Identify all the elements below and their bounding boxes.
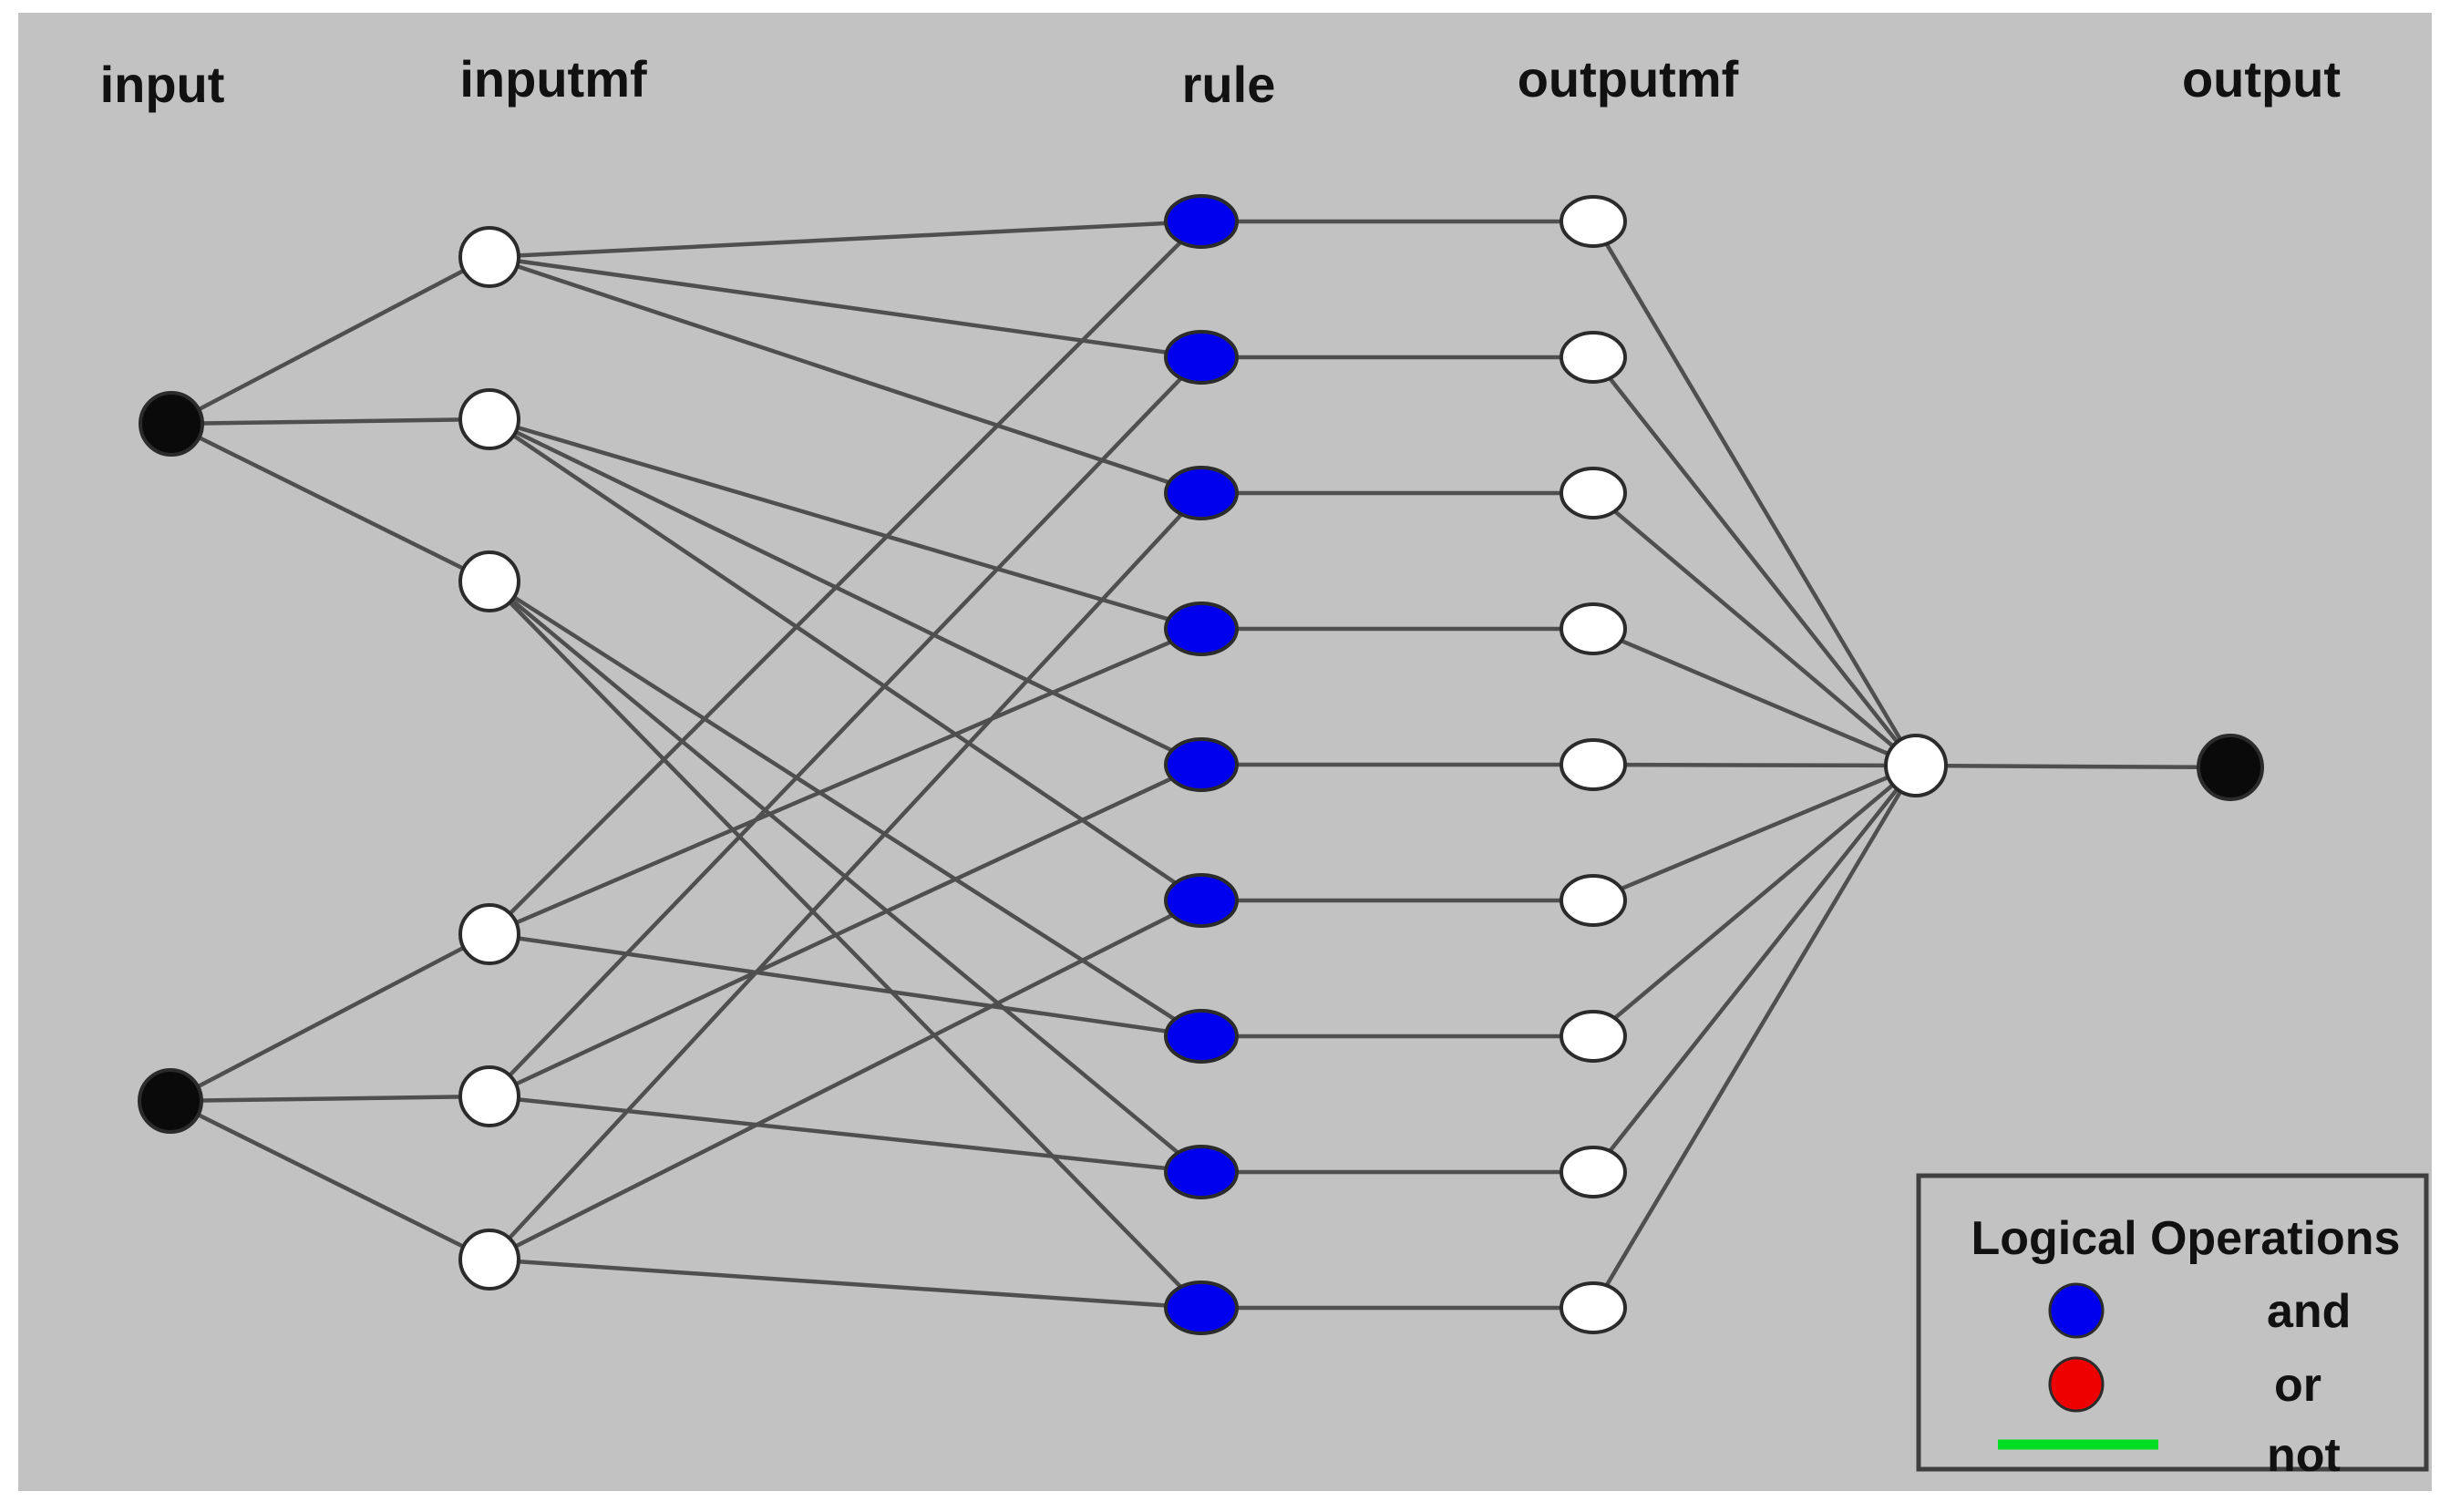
rule-node-9[interactable] — [1164, 1281, 1239, 1335]
edge-inputmf.4-rule.1 — [488, 355, 1203, 1098]
rule-node-6[interactable] — [1164, 873, 1239, 928]
inputmf-node-2[interactable] — [458, 388, 520, 450]
edge-outputmf.6-aggregate.0 — [1591, 764, 1918, 1038]
edge-input.1-inputmf.5 — [169, 1098, 491, 1262]
edge-outputmf.0-aggregate.0 — [1591, 220, 1918, 767]
edge-input.1-inputmf.4 — [170, 1094, 490, 1104]
edge-aggregate.0-output.0 — [1915, 763, 2231, 770]
rule-node-2[interactable] — [1164, 330, 1239, 385]
outputmf-node-2[interactable] — [1560, 331, 1627, 384]
column-label-output: output — [2182, 50, 2341, 108]
edge-input.0-inputmf.1 — [170, 417, 490, 427]
label-layer: input inputmf rule outputmf output — [100, 50, 2341, 113]
legend-swatch-and-circle — [2048, 1282, 2105, 1339]
inputmf-node-3[interactable] — [458, 550, 520, 612]
rule-node-7[interactable] — [1164, 1009, 1239, 1064]
edge-inputmf.5-rule.2 — [488, 491, 1203, 1261]
node-layer — [138, 194, 2264, 1335]
input-node-2[interactable] — [138, 1068, 203, 1134]
legend-swatch-or-circle — [2048, 1356, 2105, 1413]
edge-inputmf.5-rule.8 — [489, 1257, 1202, 1311]
edge-input.1-inputmf.3 — [169, 932, 491, 1103]
inputmf-node-1[interactable] — [458, 226, 520, 288]
edge-inputmf.3-rule.6 — [489, 931, 1202, 1039]
inputmf-node-4[interactable] — [458, 903, 520, 965]
edge-layer — [169, 219, 2231, 1311]
aggregate-node-1[interactable] — [1884, 734, 1948, 797]
edge-inputmf.5-rule.5 — [488, 898, 1203, 1262]
rule-node-8[interactable] — [1164, 1145, 1239, 1199]
outputmf-node-5[interactable] — [1560, 738, 1627, 791]
edge-input.0-inputmf.2 — [170, 421, 490, 584]
edge-inputmf.4-rule.4 — [489, 762, 1202, 1099]
outputmf-node-1[interactable] — [1560, 195, 1627, 248]
outputmf-node-3[interactable] — [1560, 467, 1627, 519]
edge-outputmf.3-aggregate.0 — [1592, 626, 1917, 768]
edge-outputmf.2-aggregate.0 — [1591, 491, 1918, 767]
rule-node-1[interactable] — [1164, 194, 1239, 249]
column-label-outputmf: outputmf — [1518, 50, 1739, 108]
inputmf-node-6[interactable] — [458, 1229, 520, 1291]
outputmf-node-7[interactable] — [1560, 1010, 1627, 1063]
edge-outputmf.7-aggregate.0 — [1591, 764, 1918, 1174]
edge-input.0-inputmf.0 — [170, 255, 491, 426]
edge-inputmf.2-rule.8 — [488, 580, 1203, 1310]
edge-outputmf.5-aggregate.0 — [1592, 763, 1917, 903]
edge-inputmf.0-rule.0 — [489, 219, 1202, 260]
edge-inputmf.3-rule.0 — [488, 220, 1203, 936]
output-node-1[interactable] — [2197, 734, 2264, 801]
edge-inputmf.4-rule.7 — [489, 1094, 1202, 1175]
legend-label-and: and — [2267, 1285, 2351, 1338]
legend-layer: Logical Operations and or not — [1916, 1173, 2429, 1482]
legend-label-not: not — [2267, 1429, 2341, 1482]
edge-inputmf.1-rule.4 — [489, 417, 1202, 767]
input-node-1[interactable] — [139, 391, 204, 457]
legend-box — [1916, 1173, 2429, 1472]
edge-outputmf.1-aggregate.0 — [1591, 355, 1918, 767]
rule-node-3[interactable] — [1164, 466, 1239, 520]
column-label-rule: rule — [1182, 56, 1276, 113]
rule-node-5[interactable] — [1164, 737, 1239, 792]
legend-title: Logical Operations — [1971, 1212, 2401, 1265]
rule-node-4[interactable] — [1164, 602, 1239, 656]
edge-inputmf.3-rule.3 — [489, 626, 1202, 937]
edge-inputmf.0-rule.2 — [489, 254, 1202, 496]
outputmf-node-6[interactable] — [1560, 874, 1627, 927]
column-label-inputmf: inputmf — [459, 50, 647, 108]
outputmf-node-8[interactable] — [1560, 1146, 1627, 1198]
edge-outputmf.8-aggregate.0 — [1591, 764, 1918, 1310]
edge-outputmf.4-aggregate.0 — [1592, 762, 1917, 768]
column-label-input: input — [100, 56, 225, 113]
outputmf-node-4[interactable] — [1560, 602, 1627, 655]
edge-inputmf.1-rule.3 — [489, 417, 1202, 632]
legend-label-or: or — [2274, 1359, 2321, 1412]
inputmf-node-5[interactable] — [458, 1065, 520, 1127]
outputmf-node-9[interactable] — [1560, 1281, 1627, 1334]
